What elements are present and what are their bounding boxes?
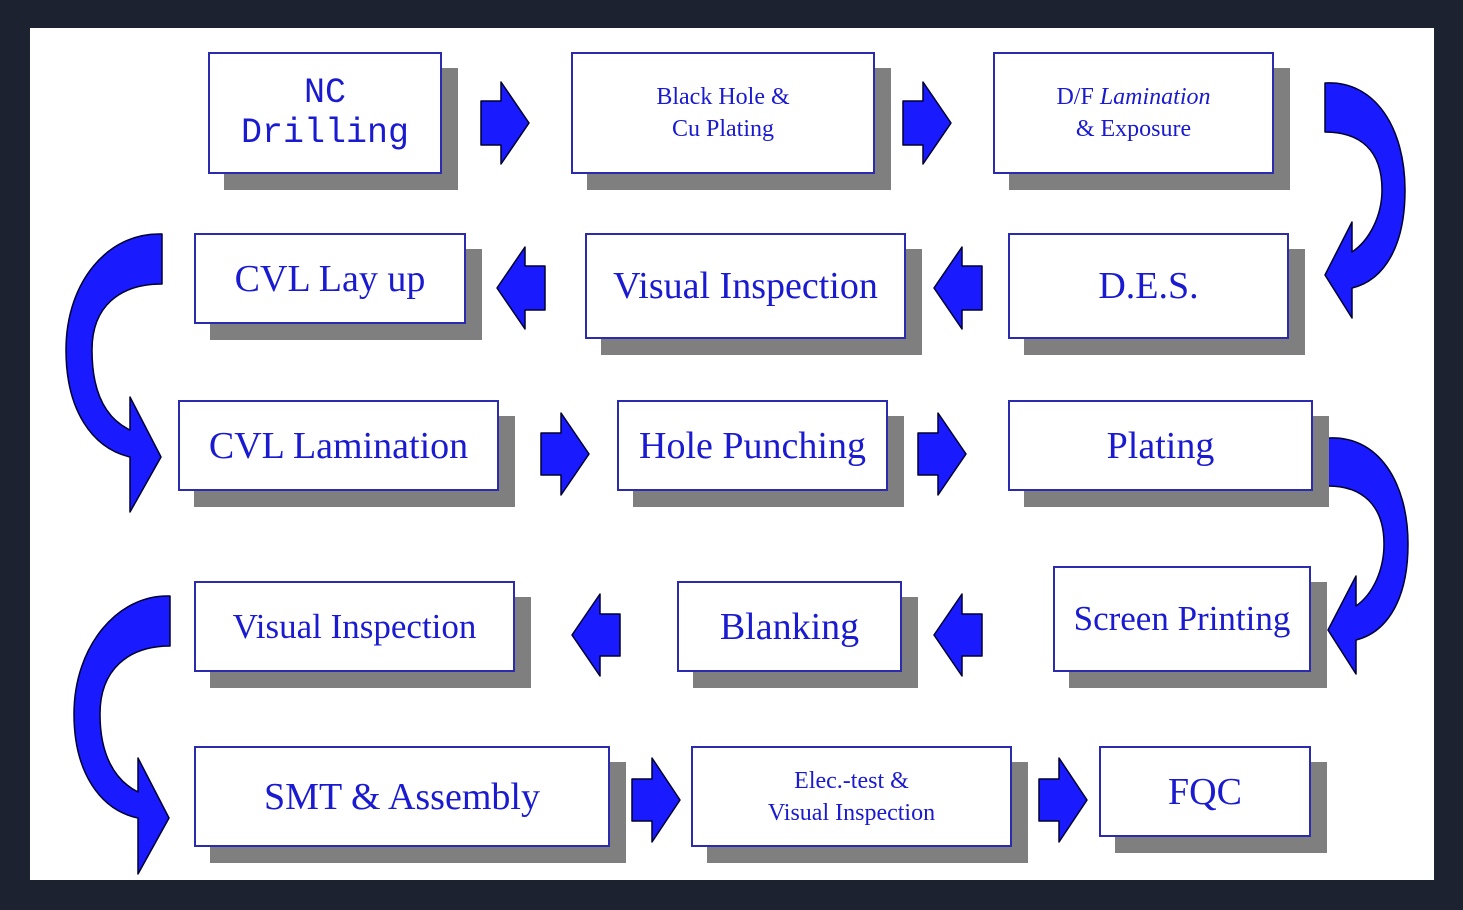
step-label: FQC: [1168, 770, 1242, 813]
step-label: Plating: [1106, 424, 1215, 467]
step-label: Visual Inspection: [232, 606, 477, 646]
step-cvl-lay-up: CVL Lay up: [194, 233, 466, 324]
curved-arrow-right-1: [1324, 82, 1406, 319]
step-screen-printing: Screen Printing: [1053, 566, 1311, 672]
step-label: D/F Lamination & Exposure: [1056, 81, 1210, 145]
step-label: SMT & Assembly: [264, 775, 540, 818]
arrow-left-1: [933, 246, 983, 330]
step-label: Blanking: [719, 605, 860, 648]
step-label-emphasis: Lamination: [1099, 84, 1211, 110]
step-label: Black Hole & Cu Plating: [656, 84, 790, 142]
arrow-right-2: [902, 81, 952, 165]
step-plating: Plating: [1008, 400, 1313, 491]
arrow-right-6: [1038, 757, 1088, 843]
step-visual-inspection-2: Visual Inspection: [194, 581, 515, 672]
step-label: CVL Lamination: [208, 424, 469, 467]
step-hole-punching: Hole Punching: [617, 400, 888, 491]
step-label: Visual Inspection: [613, 265, 878, 307]
step-visual-inspection-1: Visual Inspection: [585, 233, 906, 339]
curved-arrow-right-2: [1327, 437, 1409, 675]
step-cvl-lamination: CVL Lamination: [178, 400, 499, 491]
step-label: D.E.S.: [1098, 265, 1199, 307]
step-label: CVL Lay up: [234, 257, 426, 300]
arrow-right-1: [480, 81, 530, 165]
curved-arrow-left-1: [65, 233, 163, 513]
step-label: Elec.-test & Visual Inspection: [767, 767, 936, 826]
step-des: D.E.S.: [1008, 233, 1289, 339]
step-label: NC Drilling: [240, 73, 410, 153]
arrow-right-5: [631, 757, 681, 843]
step-label-pre: D/F: [1056, 84, 1100, 110]
step-fqc: FQC: [1099, 746, 1311, 837]
step-black-hole-cu-plating: Black Hole & Cu Plating: [571, 52, 875, 174]
arrow-left-2: [496, 246, 546, 330]
arrow-left-4: [571, 593, 621, 677]
arrow-right-3: [540, 412, 590, 496]
curved-arrow-left-2: [73, 595, 171, 875]
step-elec-test-visual-inspection: Elec.-test & Visual Inspection: [691, 746, 1012, 847]
step-smt-assembly: SMT & Assembly: [194, 746, 610, 847]
step-label-post: & Exposure: [1075, 116, 1192, 142]
step-label: Screen Printing: [1073, 599, 1291, 638]
arrow-right-4: [917, 412, 967, 496]
step-df-lamination-exposure: D/F Lamination & Exposure: [993, 52, 1274, 174]
step-label: Hole Punching: [639, 424, 866, 467]
step-blanking: Blanking: [677, 581, 902, 672]
step-nc-drilling: NC Drilling: [208, 52, 442, 174]
arrow-left-3: [933, 593, 983, 677]
